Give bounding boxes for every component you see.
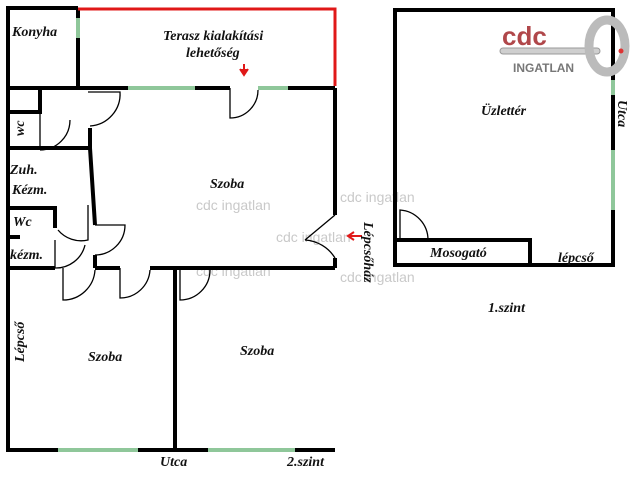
label-lepcsohaz: Lépcsőház	[360, 221, 375, 283]
room-mosogato: Mosogató	[429, 246, 487, 261]
label-level1: 1.szint	[488, 301, 526, 316]
watermark: cdc ingatlan	[196, 263, 271, 279]
level2-walls	[6, 6, 362, 452]
logo-brand: cdc	[502, 21, 547, 51]
logo-sub: INGATLAN	[513, 61, 574, 75]
room-uzletter: Üzlettér	[481, 102, 527, 119]
label-lepcso-right: lépcső	[558, 251, 595, 266]
watermark: cdc ingatlan	[276, 229, 351, 245]
watermark: cdc ingatlan	[340, 189, 415, 205]
watermark: cdc ingatlan	[340, 269, 415, 285]
room-terasz-line2: lehetőség	[186, 46, 240, 61]
room-konyha: Konyha	[11, 25, 57, 40]
cdc-logo: cdc INGATLAN	[499, 15, 630, 77]
level1-walls	[393, 8, 615, 267]
room-szoba-main: Szoba	[210, 177, 244, 192]
room-zuh: Zuh.	[9, 163, 38, 178]
room-wc-upper: wc	[13, 120, 28, 136]
label-utca-right: Utca	[614, 100, 629, 127]
watermark: cdc ingatlan	[196, 197, 271, 213]
room-terasz-line1: Terasz kialakítási	[163, 29, 263, 44]
room-szoba-right: Szoba	[240, 344, 274, 359]
label-lepcso-left: Lépcső	[13, 321, 28, 363]
room-kezm-upper: Kézm.	[11, 183, 47, 198]
room-szoba-left: Szoba	[88, 350, 122, 365]
room-wc-lower: Wc	[13, 215, 32, 230]
label-level2: 2.szint	[286, 455, 325, 470]
room-kezm-lower: kézm.	[10, 248, 43, 263]
label-utca-bottom: Utca	[160, 455, 187, 470]
